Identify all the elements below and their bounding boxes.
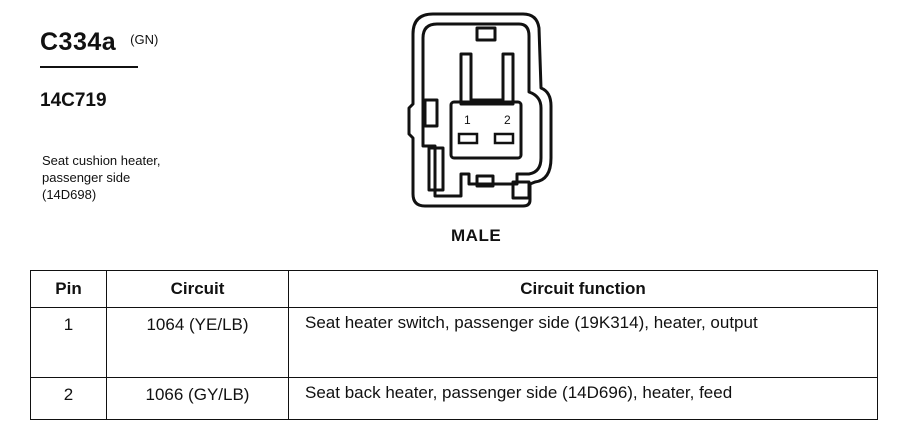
table-row: 2 1066 (GY/LB) Seat back heater, passeng… [30,377,878,420]
bottom-tab-right [511,180,531,200]
table-header-row: Pin Circuit Circuit function [30,270,878,308]
part-number: 14C719 [40,90,107,111]
table-row: 1 1064 (YE/LB) Seat heater switch, passe… [30,307,878,378]
column-header-pin: Pin [30,270,107,308]
pin-terminal [493,132,515,145]
pin-terminal [457,132,479,145]
connector-gender: MALE [451,226,502,245]
description-line: (14D698) [42,187,97,202]
pin-label: 1 [464,113,471,127]
pin-cavity-block [449,100,523,160]
connector-color-code: (GN) [130,32,159,47]
cell-pin: 1 [30,307,107,378]
title-underline [40,66,138,68]
left-notch-lower [427,146,445,192]
description-line: passenger side [42,170,131,185]
connector-description: Seat cushion heater, passenger side (14D… [42,152,232,203]
cell-circuit: 1066 (GY/LB) [106,377,289,420]
connector-outer-shell [407,12,553,208]
bottom-tab [475,174,495,188]
left-notch [423,98,439,128]
cell-function-text: Seat heater switch, passenger side (19K3… [305,313,758,332]
column-header-circuit: Circuit [106,270,289,308]
cell-pin: 2 [30,377,107,420]
connector-face-diagram: 1 2 [407,12,553,208]
cell-function: Seat back heater, passenger side (14D696… [288,377,878,420]
pinout-table: Pin Circuit Circuit function 1 1064 (YE/… [30,270,878,420]
column-header-function: Circuit function [288,270,878,308]
connector-inner-wall [421,22,543,198]
connector-id: C334a [40,28,117,56]
cell-function: Seat heater switch, passenger side (19K3… [288,307,878,378]
cell-circuit: 1064 (YE/LB) [106,307,289,378]
description-line: Seat cushion heater, [42,153,161,168]
keyway-slot [459,52,515,106]
connector-title: C334a (GN) [40,28,158,57]
top-latch [475,26,497,42]
pin-label: 2 [504,113,511,127]
